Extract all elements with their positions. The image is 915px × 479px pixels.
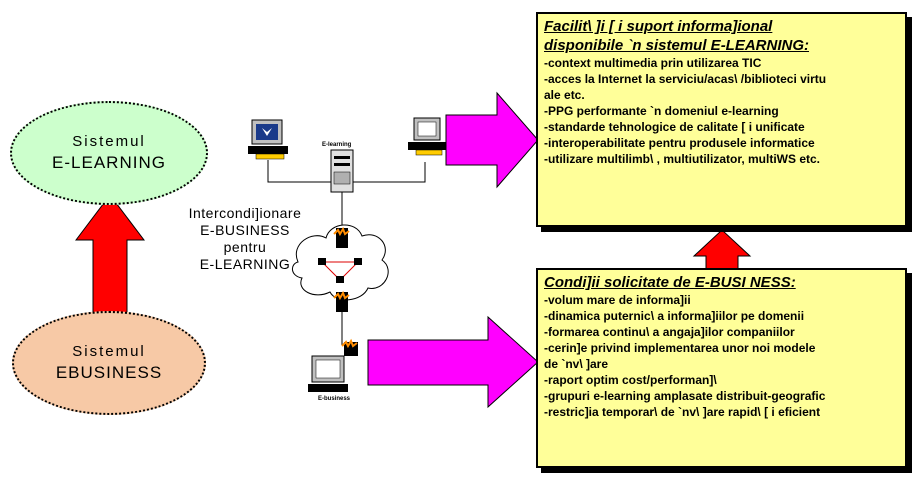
mid-label-line1: Intercondi]ionare xyxy=(188,205,302,221)
elearning-system-oval: Sistemul E-LEARNING xyxy=(10,101,208,205)
facilitati-box: Facilit\ ]i [ i suport informa]ional dis… xyxy=(536,12,907,227)
facilitati-item: -context multimedia prin utilizarea TIC xyxy=(544,56,762,70)
facilitati-item: -utilizare multilimb\ , multiutilizator,… xyxy=(544,152,821,166)
facilitati-list: -context multimedia prin utilizarea TIC … xyxy=(544,55,899,167)
conditii-list: -volum mare de informa]ii -dinamica pute… xyxy=(544,292,899,420)
facilitati-item: -standarde tehnologice de calitate [ i u… xyxy=(544,120,805,134)
conditii-item: de `nv\ ]are xyxy=(544,357,609,371)
server-icon xyxy=(330,149,354,193)
conditii-item: -raport optim cost/performan]\ xyxy=(544,373,717,387)
conditii-title: Condi]ii solicitate de E-BUSI NESS: xyxy=(544,274,796,291)
mid-label-line4: E-LEARNING xyxy=(199,256,291,272)
magenta-arrow-bottom xyxy=(367,315,539,409)
conditii-item: -volum mare de informa]ii xyxy=(544,293,691,307)
conditii-item: -restric]ia temporar\ de `nv\ ]are rapid… xyxy=(544,405,821,419)
conditii-item: -formarea continu\ a angaja]ilor compani… xyxy=(544,325,795,339)
workstation-left-icon xyxy=(248,119,288,160)
red-up-arrow-right xyxy=(692,229,752,271)
oval-ebusiness-line2: EBUSINESS xyxy=(55,363,163,382)
facilitati-item: -PPG performante `n domeniul e-learning xyxy=(544,104,779,118)
router-icon-top xyxy=(333,226,350,248)
conditii-item: -grupuri e-learning amplasate distribuit… xyxy=(544,389,826,403)
oval-elearning-line1: Sistemul xyxy=(72,133,146,150)
facilitati-title-line2: disponibile `n sistemul E-LEARNING: xyxy=(544,37,810,54)
facilitati-item: -acces la Internet la serviciu/acas\ /bi… xyxy=(544,72,827,86)
ebusiness-system-oval: Sistemul EBUSINESS xyxy=(12,311,206,415)
mid-label-line2: E-BUSINESS xyxy=(200,222,290,238)
red-up-arrow-left xyxy=(74,194,146,319)
oval-ebusiness-line1: Sistemul xyxy=(72,343,146,360)
router-icon-bottom xyxy=(333,290,350,312)
facilitati-title-line1: Facilit\ ]i [ i suport informa]ional xyxy=(544,18,773,35)
network-cloud-icon xyxy=(292,224,389,301)
interconditionare-label: Intercondi]ionare E-BUSINESS pentru E-LE… xyxy=(160,205,330,273)
magenta-arrow-top xyxy=(445,91,539,189)
facilitati-item: ale etc. xyxy=(544,88,585,102)
conditii-item: -dinamica puternic\ a informa]iilor pe d… xyxy=(544,309,805,323)
workstation-ebusiness-icon xyxy=(308,338,358,392)
workstation-right-icon xyxy=(408,117,446,156)
facilitati-item: -interoperabilitate pentru produsele inf… xyxy=(544,136,815,150)
mid-label-line3: pentru xyxy=(223,239,267,255)
conditii-item: -cerin]e privind implementarea unor noi … xyxy=(544,341,816,355)
server-label: E-learning xyxy=(322,142,352,148)
oval-elearning-line2: E-LEARNING xyxy=(52,153,166,172)
ebusiness-pc-label: E-business xyxy=(318,396,351,402)
conditii-box: Condi]ii solicitate de E-BUSI NESS: -vol… xyxy=(536,268,907,468)
